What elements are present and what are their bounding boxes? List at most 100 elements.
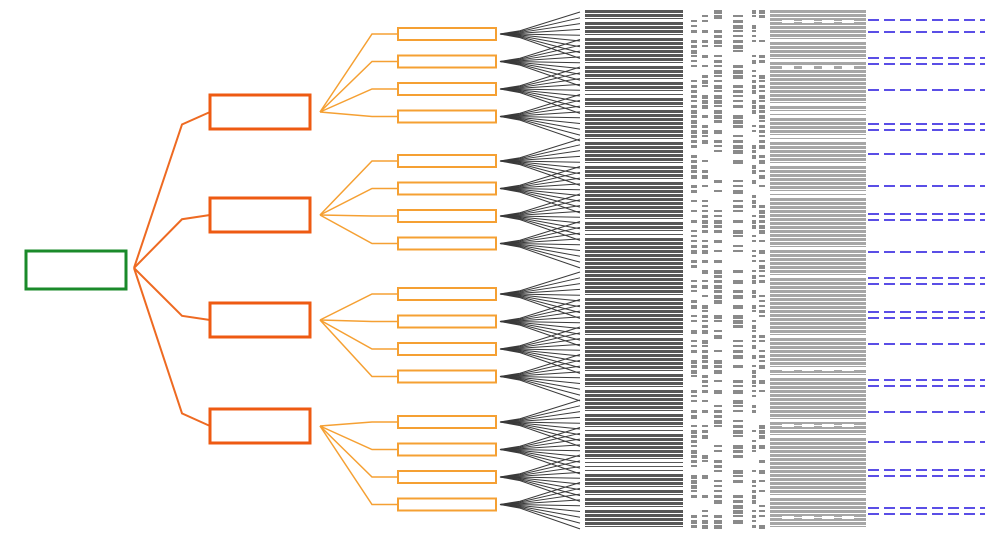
leaf-bar-thin [691,230,697,232]
leaf-bar-dark [585,218,683,219]
leaf-bar-thin [691,425,697,427]
leaf-bar-dark [585,242,683,245]
leaf-bar-light [770,54,866,57]
leaf-bar-thin [714,300,722,304]
leaf-bar-dark [585,134,683,137]
leaf-bar-light [770,214,866,217]
leaf-bar-thin [759,120,765,122]
leaf-bar-light [770,106,866,109]
leaf-bar-dark [585,506,683,507]
connector-root-to-level1 [133,111,211,269]
leaf-bar-light [770,202,866,205]
leaf-bar-thin [752,55,756,57]
leaf-fan-line [499,399,581,423]
leaf-bar-thin [752,80,756,83]
leaf-bar-thin [691,460,697,463]
leaf-fan-line [499,293,581,319]
leaf-bar-light [770,166,866,169]
leaf-bar-thin [714,105,722,107]
leaf-bar-thin [714,70,722,74]
leaf-bar-thin [702,30,708,33]
leaf-bar-thin [714,85,722,89]
leaf-fan-line [499,321,581,347]
leaf-bar-thin [733,355,743,359]
leaf-fan-line [499,138,581,162]
leaf-bar-light [770,330,866,333]
leaf-bar-light [770,34,866,37]
leaf-bar-dark [585,38,683,41]
leaf-bar-dark [585,210,683,213]
leaf-bar-light [770,286,866,289]
leaf-bar-thin [752,105,756,109]
leaf-bar-thin [691,450,697,454]
leaf-bar-thin [752,275,756,279]
leaf-bar-thin [702,130,708,134]
leaf-bar-thin [714,120,722,123]
leaf-bar-thin [714,525,722,529]
leaf-bar-thin [702,380,708,383]
leaf-bar-thin [733,190,743,194]
leaf-bar-thin [733,95,743,97]
leaf-bar-thin [759,460,765,463]
connector-root-to-level1 [133,267,211,427]
leaf-bar-thin [702,520,708,524]
leaf-bar-light [770,518,866,521]
leaf-bar-thin [714,75,722,77]
leaf-bar-light [770,238,866,241]
leaf-bar-thin [759,75,765,79]
leaf-bar-thin [714,95,722,99]
leaf-bar-thin [733,495,743,498]
leaf-bar-thin [733,50,743,52]
leaf-bar-thin [752,320,756,322]
leaf-bar-thin [733,65,743,68]
leaf-bar-dark [585,350,683,353]
leaf-bar-thin [691,185,697,188]
leaf-bar-thin [759,60,765,63]
leaf-bar-thin [702,435,708,439]
leaf-bar-thin [733,505,743,509]
leaf-bar-thin [733,185,743,187]
leaf-bar-thin [714,230,722,233]
leaf-fan-line [499,88,581,114]
leaf-bar-thin [733,345,743,347]
leaf-bar-thin [733,270,743,273]
leaf-bar-thin [702,390,708,393]
leaf-bar-thin [759,260,765,262]
leaf-bar-thin [733,435,743,437]
leaf-bar-thin [733,40,743,43]
leaf-bar-thin [733,35,743,37]
connector-level1-to-level2 [319,319,398,378]
leaf-fans [499,11,581,530]
leaf-bar-light [770,290,866,293]
leaf-bar-thin [714,270,722,274]
leaf-bar-dark [585,194,683,197]
leaf-bar-thin [752,40,756,42]
leaf-bar-thin [752,145,756,149]
leaf-bar-thin [714,180,722,183]
leaf-bar-light [770,182,866,185]
leaf-bar-light [770,218,866,221]
leaf-fan-line [499,326,581,350]
leaf-bar-thin [752,445,756,449]
connector-level1-to-level2 [319,425,398,478]
leaf-bar-light [770,174,866,177]
leaf-bar-thin [733,180,743,182]
leaf-bar-dark [585,34,683,35]
leaf-bar-thin [702,510,708,512]
leaf-bar-thin [752,270,756,272]
leaf-bar-light [770,390,866,393]
leaf-bar-thin [733,350,743,353]
leaf-bar-light [770,194,866,195]
leaf-bar-thin [759,295,765,297]
leaf-bar-light [770,354,866,357]
leaf-bar-thin [702,270,708,274]
leaf-bar-light [770,266,866,269]
leaf-bar-thin [752,385,756,387]
leaf-bar-gap [782,20,794,23]
leaf-bar-thin [759,435,765,439]
level2-node [397,236,497,251]
leaf-bar-thin [691,130,697,134]
leaf-bar-thin [714,320,722,322]
leaf-bar-thin [691,290,697,292]
